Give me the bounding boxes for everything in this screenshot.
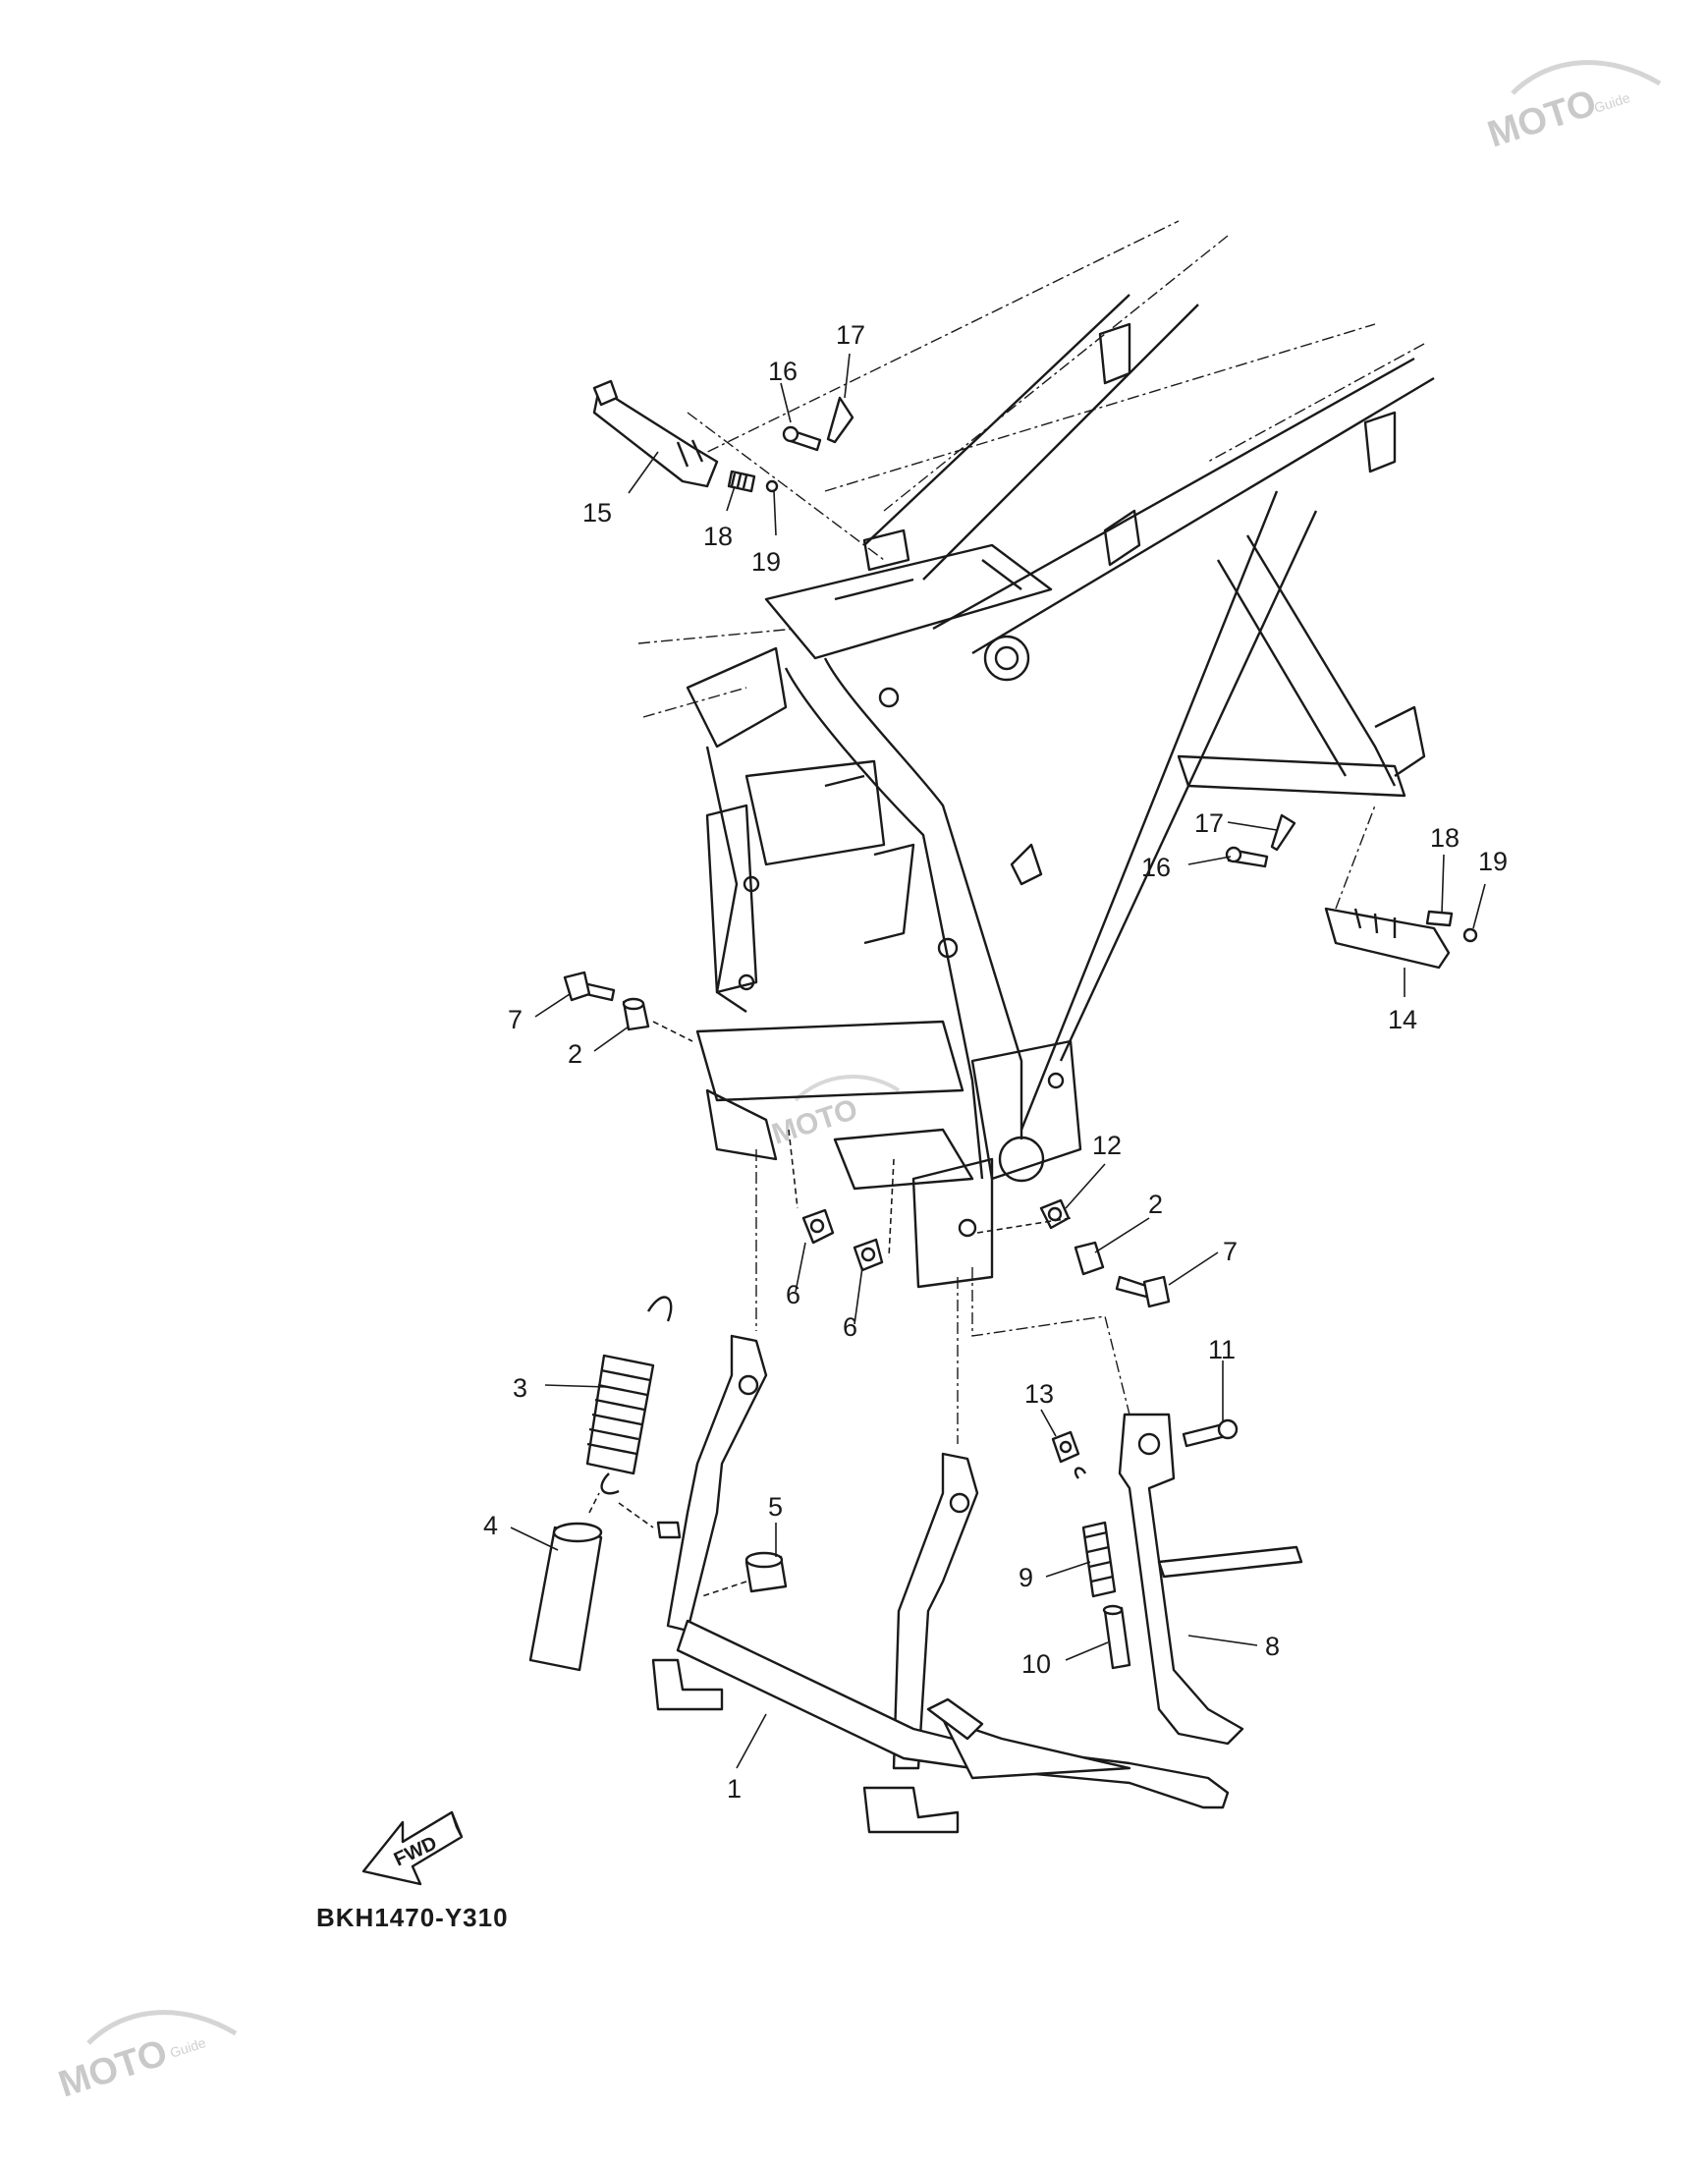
- watermark-top-right: MOTO Guide: [1483, 60, 1662, 156]
- callout-13: 13: [1024, 1379, 1054, 1409]
- callout-17: 17: [1194, 808, 1224, 838]
- callout-10: 10: [1021, 1649, 1051, 1679]
- watermark-brand: MOTO: [54, 2032, 173, 2106]
- watermark-brand: MOTO: [768, 1093, 861, 1151]
- callout-5: 5: [768, 1492, 783, 1522]
- pin-upper: [782, 425, 822, 452]
- callout-15: 15: [582, 498, 612, 528]
- side-stand: [971, 1267, 1303, 1746]
- cotter-upper: [826, 396, 854, 444]
- callout-6: 6: [843, 1312, 857, 1342]
- callout-9: 9: [1019, 1563, 1033, 1592]
- spring-upper: [727, 470, 756, 493]
- nut-12: [1039, 1198, 1071, 1230]
- callout-labels: 15 16 17 18 19 17 16 18 19 14 7 2 12 2 7…: [483, 320, 1508, 1804]
- nut-6a: [801, 1208, 835, 1245]
- footrest-right: [1324, 805, 1451, 970]
- callout-19: 19: [1478, 847, 1508, 876]
- collar-right: [1074, 1241, 1105, 1276]
- callout-3: 3: [513, 1373, 527, 1403]
- watermark-bottom-left: MOTO Guide: [54, 2010, 238, 2106]
- collar-left: [622, 997, 650, 1031]
- washer-upper: [765, 479, 779, 493]
- callout-1: 1: [727, 1774, 742, 1804]
- callout-4: 4: [483, 1511, 498, 1540]
- frame-outline: [637, 220, 1435, 1289]
- callout-18: 18: [703, 522, 733, 551]
- bolt-left: [563, 971, 616, 1002]
- fwd-arrow-icon: FWD: [361, 1810, 464, 1886]
- spring-9: [1074, 1467, 1117, 1598]
- washer-lower: [1462, 927, 1478, 943]
- watermark-sub: Guide: [1592, 89, 1632, 116]
- callout-2: 2: [568, 1039, 582, 1069]
- callout-12: 12: [1092, 1131, 1122, 1160]
- footrest-left: [592, 379, 885, 561]
- callout-14: 14: [1388, 1005, 1417, 1034]
- collar-10: [1102, 1604, 1131, 1670]
- callout-19: 19: [751, 547, 781, 577]
- callout-16: 16: [1141, 853, 1171, 882]
- spring-3: [585, 1296, 673, 1495]
- main-stand: [651, 1334, 1230, 1834]
- watermark-center: MOTO: [768, 1075, 901, 1151]
- bolt-right: [1115, 1275, 1171, 1308]
- diagram-code: BKH1470-Y310: [316, 1903, 509, 1932]
- callout-11: 11: [1208, 1335, 1236, 1364]
- cotter-lower: [1270, 813, 1296, 852]
- callout-2: 2: [1148, 1190, 1163, 1219]
- spring-lower: [1425, 910, 1454, 927]
- nut-13: [1051, 1430, 1080, 1464]
- watermark-sub: Guide: [168, 2034, 208, 2061]
- watermark-brand: MOTO: [1483, 83, 1602, 156]
- callout-18: 18: [1430, 823, 1460, 853]
- callout-6: 6: [786, 1280, 800, 1309]
- callout-7: 7: [508, 1005, 523, 1034]
- callout-7: 7: [1223, 1237, 1238, 1266]
- callout-17: 17: [836, 320, 865, 350]
- cover-4: [528, 1522, 603, 1672]
- callout-16: 16: [768, 357, 798, 386]
- pin-lower: [1225, 846, 1269, 868]
- callout-leaders: [510, 353, 1486, 1769]
- bolt-11: [1182, 1418, 1239, 1448]
- nut-6b: [853, 1238, 884, 1272]
- callout-8: 8: [1265, 1632, 1280, 1661]
- bushing-5: [744, 1551, 788, 1593]
